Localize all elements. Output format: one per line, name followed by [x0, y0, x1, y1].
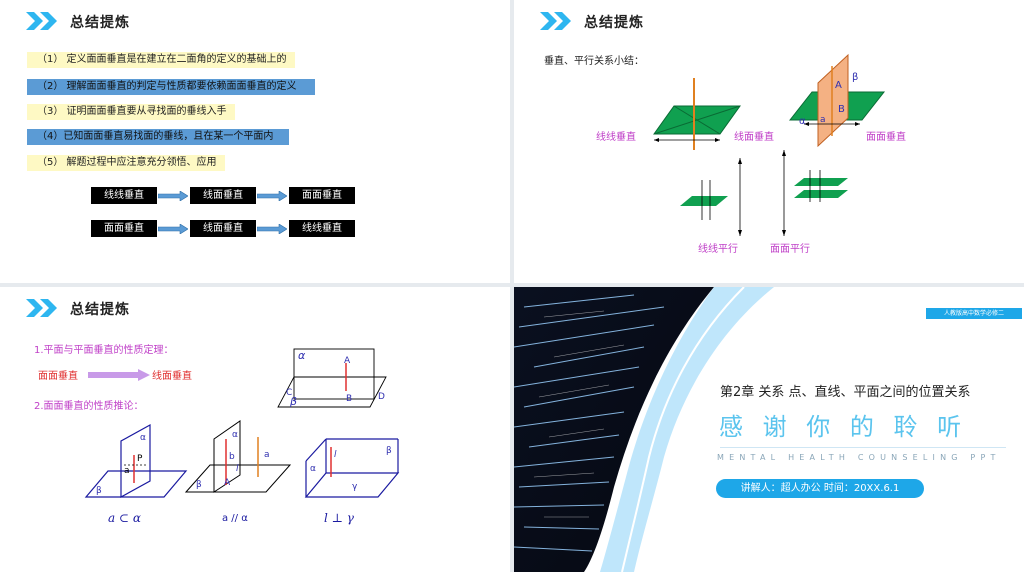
letter-beta: β: [196, 480, 202, 490]
arrow-right-icon: [158, 191, 188, 201]
english-subtitle: MENTAL HEALTH COUNSELING PPT: [717, 453, 1001, 462]
slide-title: 总结提炼: [70, 12, 130, 32]
label-line-line-parallel: 线线平行: [698, 240, 738, 255]
flow-box: 线线垂直: [289, 220, 355, 237]
flow-box: 线面垂直: [190, 220, 256, 237]
letter-D: D: [378, 392, 385, 402]
label-line-line-perp: 线线垂直: [596, 128, 636, 143]
flow-box: 线面垂直: [190, 187, 256, 204]
label-plane-plane-parallel: 面面平行: [770, 240, 810, 255]
geometry-figures: α A B C D β α P a β α b a l A β α l: [0, 287, 510, 572]
summary-item-4: （4）已知面面垂直易找面的垂线，且在某一个平面内: [27, 129, 289, 145]
caption-2: a // α: [222, 513, 248, 524]
letter-P: P: [137, 454, 143, 464]
letter-alpha: α: [298, 349, 306, 362]
letter-alpha: α: [310, 464, 316, 474]
slide-summary-1[interactable]: 总结提炼 （1） 定义面面垂直是在建立在二面角的定义的基础上的 （2） 理解面面…: [0, 0, 510, 283]
caption-1: a ⊂ α: [108, 511, 141, 525]
arrow-right-icon: [257, 224, 287, 234]
summary-item-5: （5） 解题过程中应注意充分领悟、应用: [27, 155, 225, 171]
letter-l: l: [334, 450, 337, 460]
letter-gamma: γ: [352, 482, 358, 492]
letter-a: a: [820, 115, 826, 125]
letter-beta: β: [289, 395, 297, 408]
slide-summary-3[interactable]: 总结提炼 1.平面与平面垂直的性质定理： 面面垂直 线面垂直 2.面面垂直的性质…: [0, 287, 510, 572]
letter-B: B: [838, 104, 845, 115]
letter-alpha: α: [799, 116, 806, 127]
arrow-right-icon: [257, 191, 287, 201]
arrow-right-icon: [158, 224, 188, 234]
summary-item-3: （3） 证明面面垂直要从寻找面的垂线入手: [27, 104, 235, 120]
flow-box: 面面垂直: [289, 187, 355, 204]
letter-A: A: [344, 356, 351, 366]
divider: [720, 447, 1006, 448]
summary-item-2: （2） 理解面面垂直的判定与性质都要依赖面面垂直的定义: [27, 79, 315, 95]
letter-alpha: α: [232, 430, 238, 440]
letter-beta: β: [386, 446, 392, 456]
letter-b: b: [229, 452, 235, 462]
letter-B: B: [346, 394, 352, 404]
letter-alpha: α: [140, 433, 146, 443]
caption-3: l ⊥ γ: [324, 511, 354, 525]
letter-beta: β: [852, 72, 858, 83]
letter-A: A: [224, 478, 231, 488]
letter-a: a: [264, 450, 270, 460]
chevron-double-icon: [26, 12, 62, 30]
slide-thanks[interactable]: 人教版高中数学必修二 第2章 关系 点、直线、平面之间的位置关系 感 谢 你 的…: [514, 287, 1024, 572]
label-plane-plane-perp: 面面垂直: [866, 128, 906, 143]
presenter-pill: 讲解人：超人办公 时间：20XX.6.1: [716, 479, 924, 498]
chapter-title: 第2章 关系 点、直线、平面之间的位置关系: [720, 381, 971, 400]
letter-beta: β: [96, 486, 102, 496]
summary-item-1: （1） 定义面面垂直是在建立在二面角的定义的基础上的: [27, 52, 295, 68]
flow-box: 面面垂直: [91, 220, 157, 237]
letter-a: a: [124, 466, 130, 476]
thanks-heading: 感 谢 你 的 聆 听: [719, 407, 967, 442]
flow-box: 线线垂直: [91, 187, 157, 204]
slide-summary-2[interactable]: 总结提炼 垂直、平行关系小结： A B β α a: [514, 0, 1024, 283]
course-tag: 人教版高中数学必修二: [926, 308, 1022, 319]
label-line-plane-perp: 线面垂直: [734, 128, 774, 143]
letter-A: A: [835, 80, 842, 91]
